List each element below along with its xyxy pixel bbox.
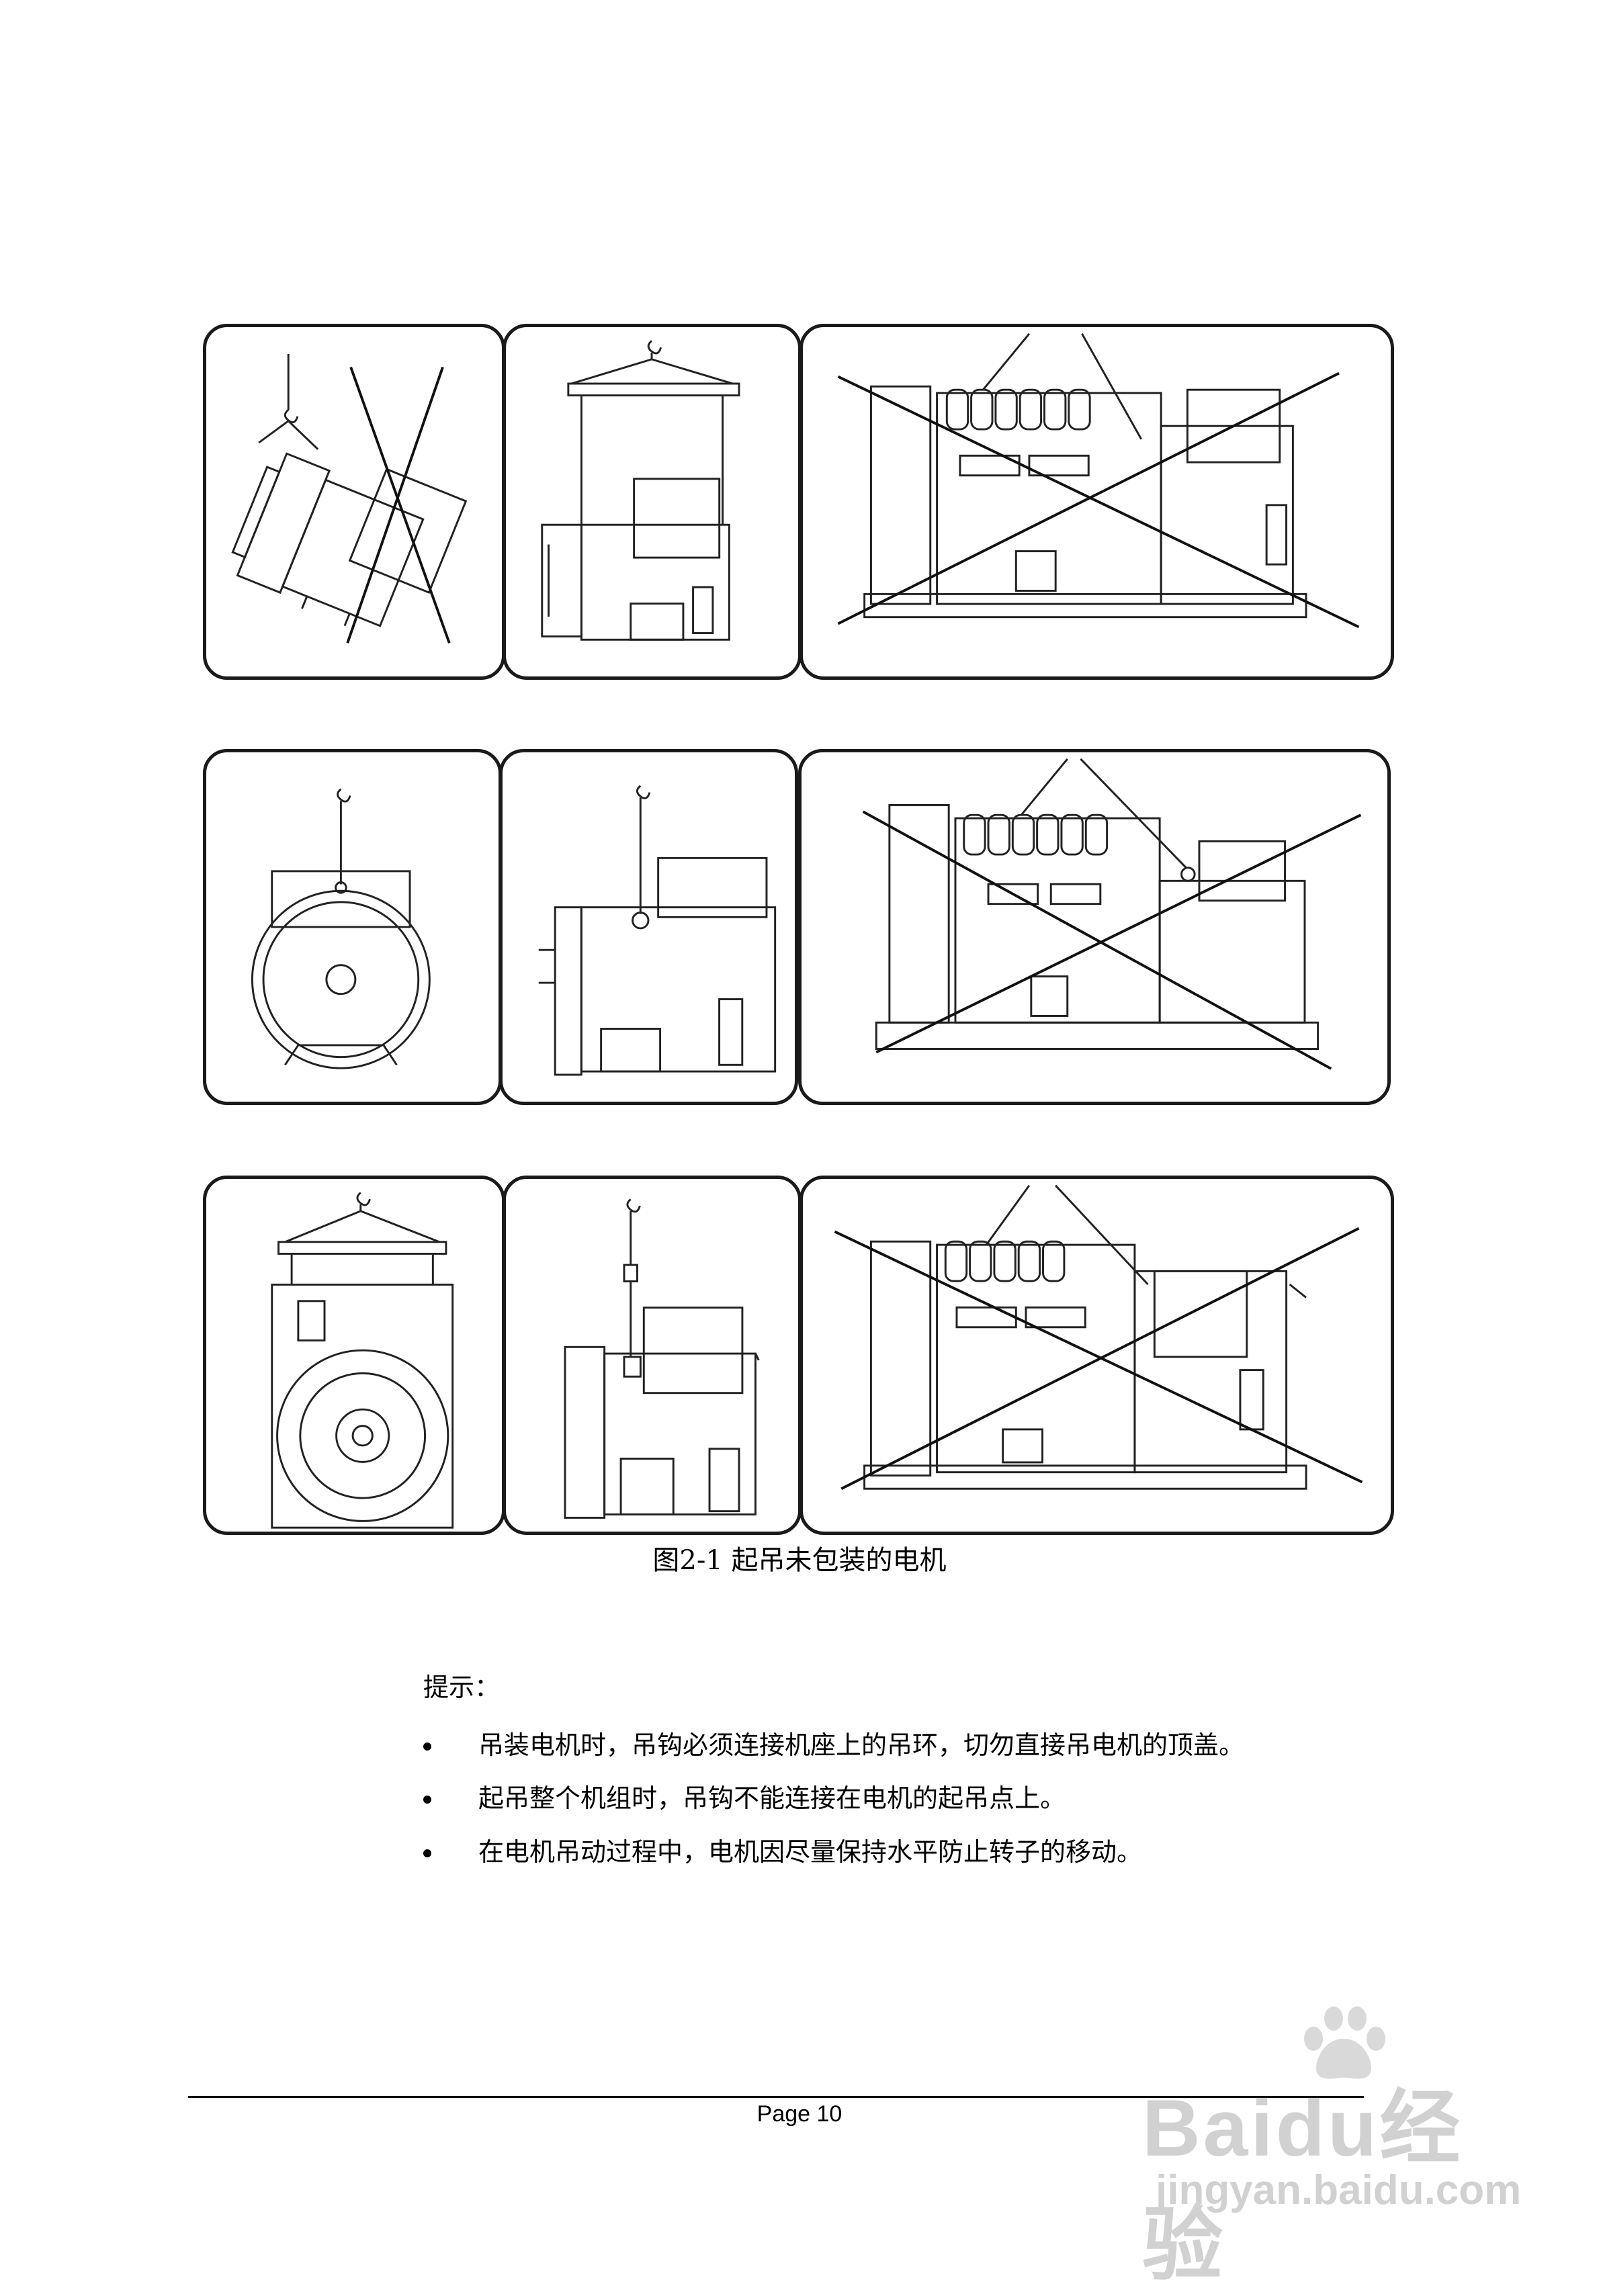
panel-spreader-beam-side <box>503 324 802 680</box>
panel-genset-lift-by-eye <box>798 749 1391 1105</box>
tips-list: 吊装电机时，吊钩必须连接机座上的吊环，切勿直接吊电机的顶盖。 起吊整个机组时，吊… <box>423 1730 1431 1868</box>
front-spreader-drawing <box>271 1192 454 1529</box>
list-item: 吊装电机时，吊钩必须连接机座上的吊环，切勿直接吊电机的顶盖。 <box>423 1730 1431 1761</box>
genset-crossed-drawing-1 <box>837 333 1360 629</box>
panel-side-single-hook <box>503 1176 802 1535</box>
tip-text: 吊装电机时，吊钩必须连接机座上的吊环，切勿直接吊电机的顶盖。 <box>478 1730 1245 1760</box>
panel-front-spreader-beam <box>203 1176 505 1535</box>
tip-text: 在电机吊动过程中，电机因尽量保持水平防止转子的移动。 <box>478 1837 1143 1867</box>
figure-lifting-diagrams <box>203 324 1394 1535</box>
figure-caption: 图2-1 起吊未包装的电机 <box>652 1545 947 1576</box>
tip-text: 起吊整个机组时，吊钩不能连接在电机的起吊点上。 <box>478 1783 1066 1814</box>
panel-genset-lift-by-top <box>799 1176 1394 1535</box>
tips-section: 提示： 吊装电机时，吊钩必须连接机座上的吊环，切勿直接吊电机的顶盖。 起吊整个机… <box>423 1673 1431 1890</box>
tilted-alternator-drawing <box>231 354 468 644</box>
panel-tilted-side-hang <box>203 324 505 680</box>
bullet-icon <box>423 1849 431 1857</box>
spreader-side-drawing <box>541 340 740 641</box>
watermark-url: jingyan.baidu.com <box>1156 2167 1522 2213</box>
footer-divider <box>188 2096 1364 2098</box>
panel-front-view-eye <box>203 749 502 1105</box>
baidu-watermark: Baidu经验 jingyan.baidu.com <box>1142 2002 1522 2290</box>
front-eye-drawing <box>251 788 431 1069</box>
bullet-icon <box>423 1742 431 1751</box>
page-number: Page 10 <box>757 2101 842 2127</box>
panel-genset-lift-by-alternator <box>799 324 1394 680</box>
list-item: 起吊整个机组时，吊钩不能连接在电机的起吊点上。 <box>423 1783 1431 1814</box>
side-eye-drawing <box>538 785 777 1076</box>
tips-title: 提示： <box>423 1673 501 1702</box>
genset-crossed-drawing-3 <box>834 1184 1363 1490</box>
panel-side-view-eye <box>499 749 798 1105</box>
list-item: 在电机吊动过程中，电机因尽量保持水平防止转子的移动。 <box>423 1837 1431 1868</box>
side-hook-drawing <box>564 1198 760 1519</box>
genset-crossed-drawing-2 <box>862 758 1362 1070</box>
bullet-icon <box>423 1796 431 1804</box>
paw-icon <box>1304 2006 1385 2079</box>
